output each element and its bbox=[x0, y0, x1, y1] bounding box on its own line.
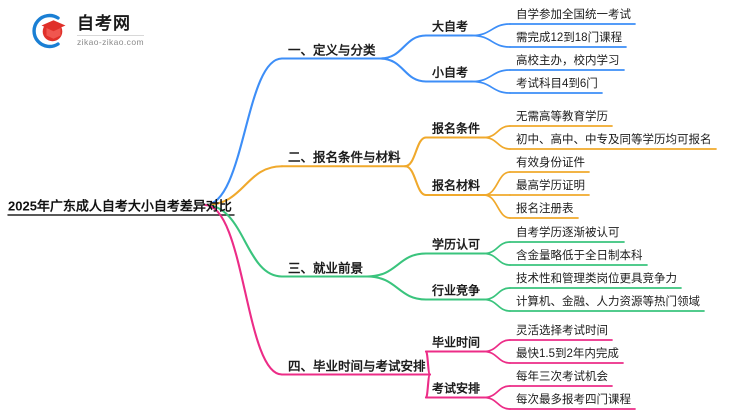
mindmap-leaf-label[interactable]: 自考学历逐渐被认可 bbox=[516, 227, 620, 239]
mindmap-leaf-label[interactable]: 含金量略低于全日制本科 bbox=[516, 250, 643, 262]
site-logo[interactable]: 自考网 zikao-zikao.com bbox=[28, 10, 188, 52]
mindmap-branch-label-3[interactable]: 三、就业前景 bbox=[288, 261, 364, 275]
logo-subtitle: zikao-zikao.com bbox=[77, 35, 144, 48]
mindmap-subtopic-label[interactable]: 行业竞争 bbox=[432, 283, 481, 297]
mindmap-leaf-label[interactable]: 报名注册表 bbox=[516, 203, 574, 215]
mindmap-leaf-label[interactable]: 初中、高中、中专及同等学历均可报名 bbox=[516, 134, 712, 146]
graduation-cap-icon bbox=[28, 11, 70, 51]
logo-title: 自考网 bbox=[77, 14, 131, 34]
mindmap-leaf-label[interactable]: 每年三次考试机会 bbox=[516, 371, 608, 383]
mindmap-leaf-label[interactable]: 高校主办，校内学习 bbox=[516, 55, 620, 67]
mindmap-leaf-label[interactable]: 需完成12到18门课程 bbox=[516, 32, 623, 44]
mindmap-branch-label-1[interactable]: 一、定义与分类 bbox=[288, 43, 376, 57]
mindmap-subtopic-label[interactable]: 大自考 bbox=[432, 19, 469, 33]
mindmap-leaf-label[interactable]: 灵活选择考试时间 bbox=[516, 325, 608, 337]
mindmap-subtopic-label[interactable]: 报名条件 bbox=[432, 121, 481, 135]
logo-text-block: 自考网 zikao-zikao.com bbox=[77, 15, 144, 47]
mindmap-subtopic-label[interactable]: 小自考 bbox=[432, 65, 469, 79]
mindmap-leaf-label[interactable]: 有效身份证件 bbox=[516, 157, 585, 169]
mindmap-branch-label-4[interactable]: 四、毕业时间与考试安排 bbox=[288, 359, 426, 373]
mindmap-leaf-label[interactable]: 考试科目4到6门 bbox=[516, 78, 598, 90]
mindmap-subtopic-label[interactable]: 毕业时间 bbox=[432, 335, 481, 349]
mindmap-leaf-label[interactable]: 最高学历证明 bbox=[516, 180, 585, 192]
mindmap-subtopic-label[interactable]: 学历认可 bbox=[432, 237, 481, 251]
mindmap-subtopic-label[interactable]: 报名材料 bbox=[432, 178, 481, 193]
mindmap-leaf-label[interactable]: 技术性和管理类岗位更具竞争力 bbox=[516, 273, 677, 285]
mindmap-branch-label-2[interactable]: 二、报名条件与材料 bbox=[288, 150, 401, 165]
mindmap-leaf-label[interactable]: 每次最多报考四门课程 bbox=[516, 394, 631, 406]
mindmap-leaf-label[interactable]: 计算机、金融、人力资源等热门领域 bbox=[516, 296, 700, 308]
mindmap-leaf-label[interactable]: 最快1.5到2年内完成 bbox=[516, 348, 619, 360]
mindmap-subtopic-label[interactable]: 考试安排 bbox=[432, 381, 481, 395]
mindmap-leaf-label[interactable]: 自学参加全国统一考试 bbox=[516, 9, 631, 21]
mindmap-leaf-label[interactable]: 无需高等教育学历 bbox=[516, 111, 608, 123]
mindmap-root-label[interactable]: 2025年广东成人自考大小自考差异对比 bbox=[8, 198, 232, 214]
